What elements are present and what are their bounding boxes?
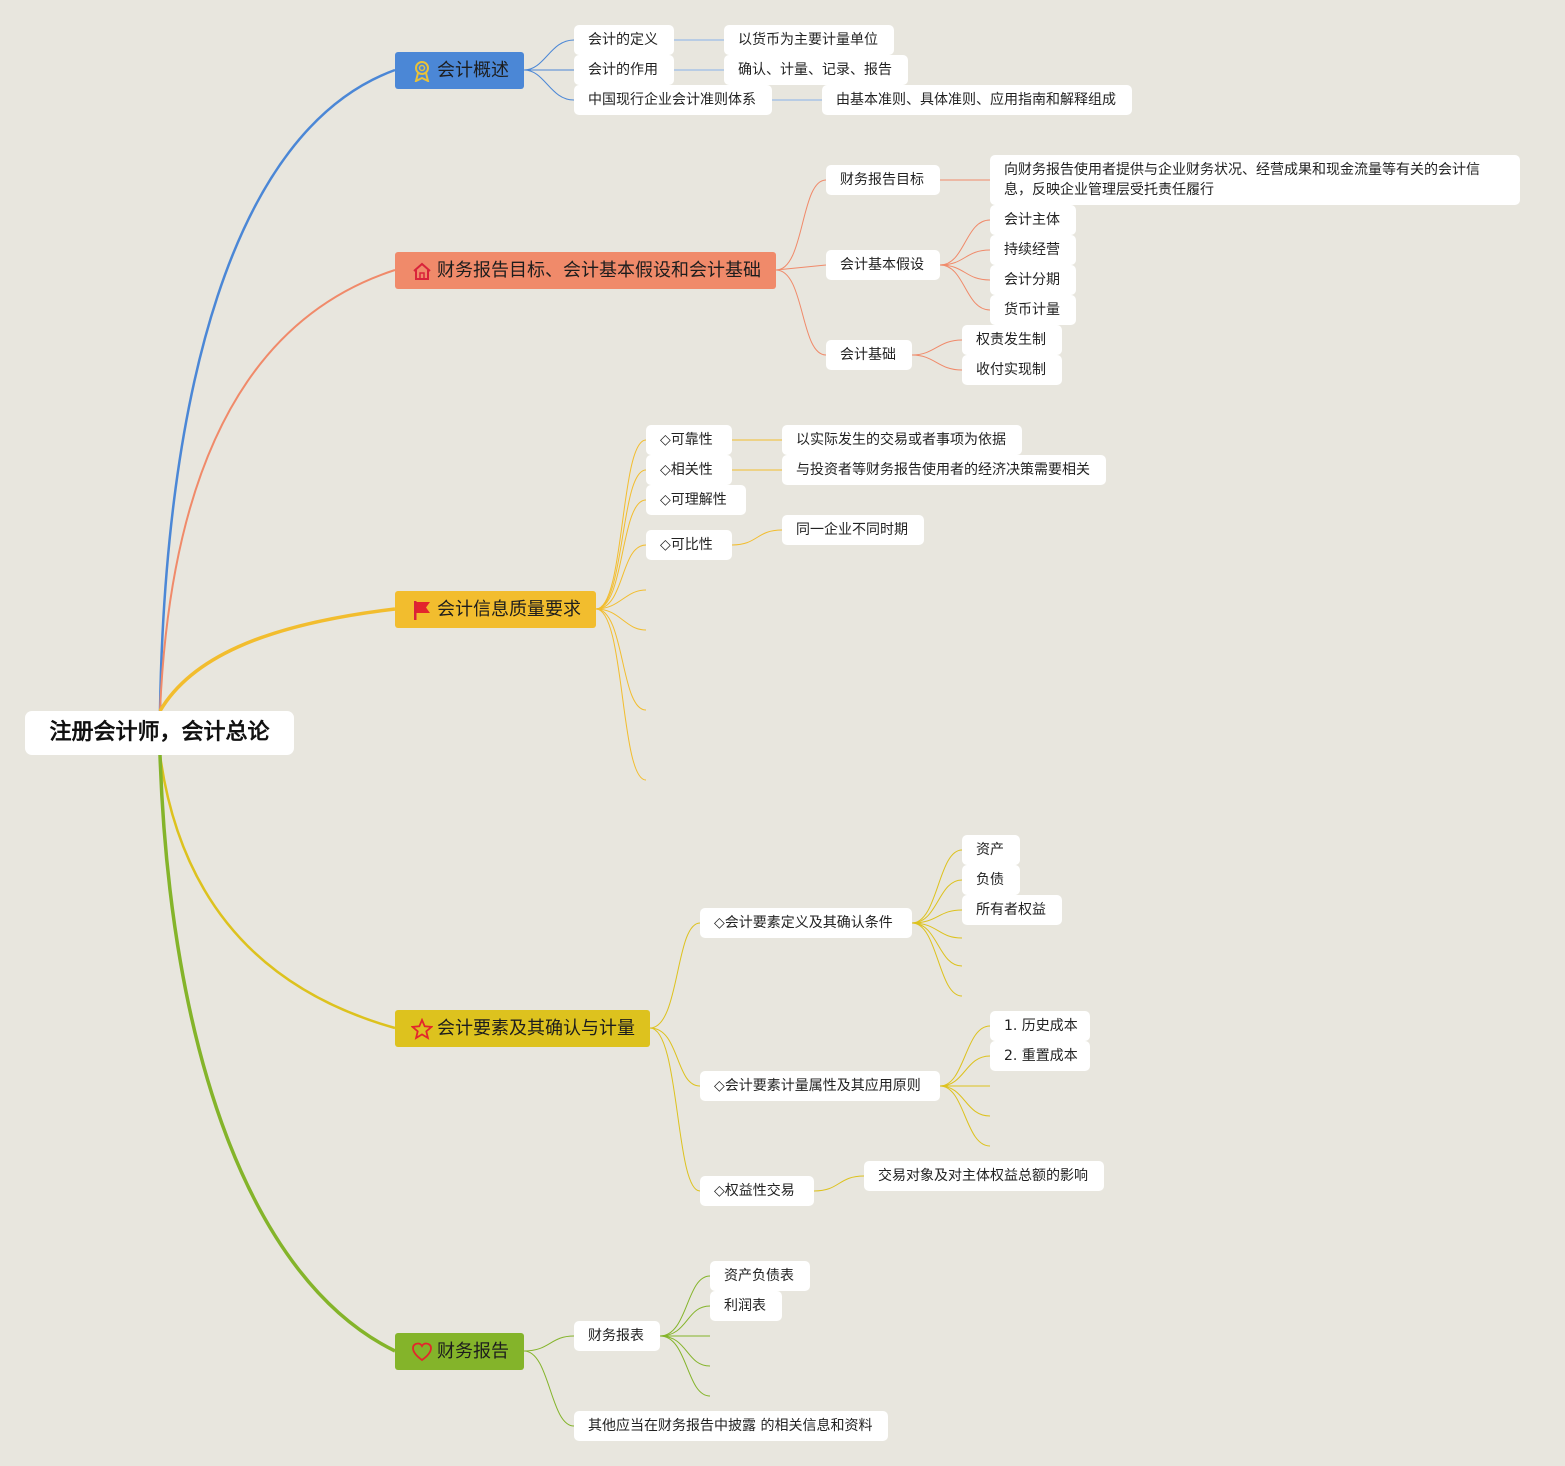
node-equity-transactions[interactable]: ◇权益性交易 xyxy=(700,1176,814,1206)
node-relevance[interactable]: ◇相关性 xyxy=(646,455,732,485)
node-assets[interactable]: 资产 xyxy=(962,835,1020,865)
node-accounting-basis[interactable]: 会计基础 xyxy=(826,340,912,370)
node-income-statement[interactable]: 利润表 xyxy=(710,1291,782,1321)
node-element-definitions[interactable]: ◇会计要素定义及其确认条件 xyxy=(700,908,912,938)
node-accounting-role[interactable]: 会计的作用 xyxy=(574,55,674,85)
branch-financial-report[interactable]: 财务报告 xyxy=(395,1333,524,1370)
node-historical-cost[interactable]: 1. 历史成本 xyxy=(990,1011,1090,1041)
node-measurement-attributes[interactable]: ◇会计要素计量属性及其应用原则 xyxy=(700,1071,940,1101)
node-liabilities[interactable]: 负债 xyxy=(962,865,1020,895)
node-reliability-detail[interactable]: 以实际发生的交易或者事项为依据 xyxy=(782,425,1022,455)
node-accrual-basis[interactable]: 权责发生制 xyxy=(962,325,1062,355)
node-going-concern[interactable]: 持续经营 xyxy=(990,235,1076,265)
branch-accounting-elements[interactable]: 会计要素及其确认与计量 xyxy=(395,1010,650,1047)
branch-title: 会计概述 xyxy=(437,60,509,81)
flag-icon xyxy=(414,601,430,620)
node-accounting-period[interactable]: 会计分期 xyxy=(990,265,1076,295)
branch-title: 财务报告 xyxy=(437,1341,509,1362)
node-monetary-measurement[interactable]: 货币计量 xyxy=(990,295,1076,325)
house-icon xyxy=(413,262,431,280)
node-standards-system[interactable]: 中国现行企业会计准则体系 xyxy=(574,85,772,115)
node-relevance-detail[interactable]: 与投资者等财务报告使用者的经济决策需要相关 xyxy=(782,455,1106,485)
root-topic[interactable]: 注册会计师，会计总论 xyxy=(25,711,294,755)
branch-financial-reporting-objectives[interactable]: 财务报告目标、会计基本假设和会计基础 xyxy=(395,252,776,289)
star-icon xyxy=(411,1018,433,1040)
node-understandability[interactable]: ◇可理解性 xyxy=(646,485,746,515)
award-icon xyxy=(414,61,430,82)
node-replacement-cost[interactable]: 2. 重置成本 xyxy=(990,1041,1090,1071)
node-reliability[interactable]: ◇可靠性 xyxy=(646,425,732,455)
node-reporting-objective[interactable]: 财务报告目标 xyxy=(826,165,940,195)
node-equity-transactions-detail[interactable]: 交易对象及对主体权益总额的影响 xyxy=(864,1161,1104,1191)
node-cash-basis[interactable]: 收付实现制 xyxy=(962,355,1062,385)
node-financial-statements[interactable]: 财务报表 xyxy=(574,1321,660,1351)
branch-title: 会计信息质量要求 xyxy=(437,599,581,620)
node-currency-unit[interactable]: 以货币为主要计量单位 xyxy=(724,25,894,55)
node-standards-composition[interactable]: 由基本准则、具体准则、应用指南和解释组成 xyxy=(822,85,1132,115)
node-balance-sheet[interactable]: 资产负债表 xyxy=(710,1261,810,1291)
heart-icon xyxy=(412,1342,432,1362)
node-accounting-definition[interactable]: 会计的定义 xyxy=(574,25,674,55)
node-owners-equity[interactable]: 所有者权益 xyxy=(962,895,1062,925)
node-reporting-objective-detail[interactable]: 向财务报告使用者提供与企业财务状况、经营成果和现金流量等有关的会计信息，反映企业… xyxy=(990,155,1520,205)
node-accounting-entity[interactable]: 会计主体 xyxy=(990,205,1076,235)
node-comparability[interactable]: ◇可比性 xyxy=(646,530,732,560)
node-recognize-measure[interactable]: 确认、计量、记录、报告 xyxy=(724,55,908,85)
branch-title: 会计要素及其确认与计量 xyxy=(437,1018,635,1039)
node-comparability-detail[interactable]: 同一企业不同时期 xyxy=(782,515,924,545)
node-basic-assumptions[interactable]: 会计基本假设 xyxy=(826,250,940,280)
branch-title: 财务报告目标、会计基本假设和会计基础 xyxy=(437,260,761,281)
branch-information-quality[interactable]: 会计信息质量要求 xyxy=(395,591,596,628)
node-other-disclosures[interactable]: 其他应当在财务报告中披露 的相关信息和资料 xyxy=(574,1411,888,1441)
branch-accounting-overview[interactable]: 会计概述 xyxy=(395,52,524,89)
